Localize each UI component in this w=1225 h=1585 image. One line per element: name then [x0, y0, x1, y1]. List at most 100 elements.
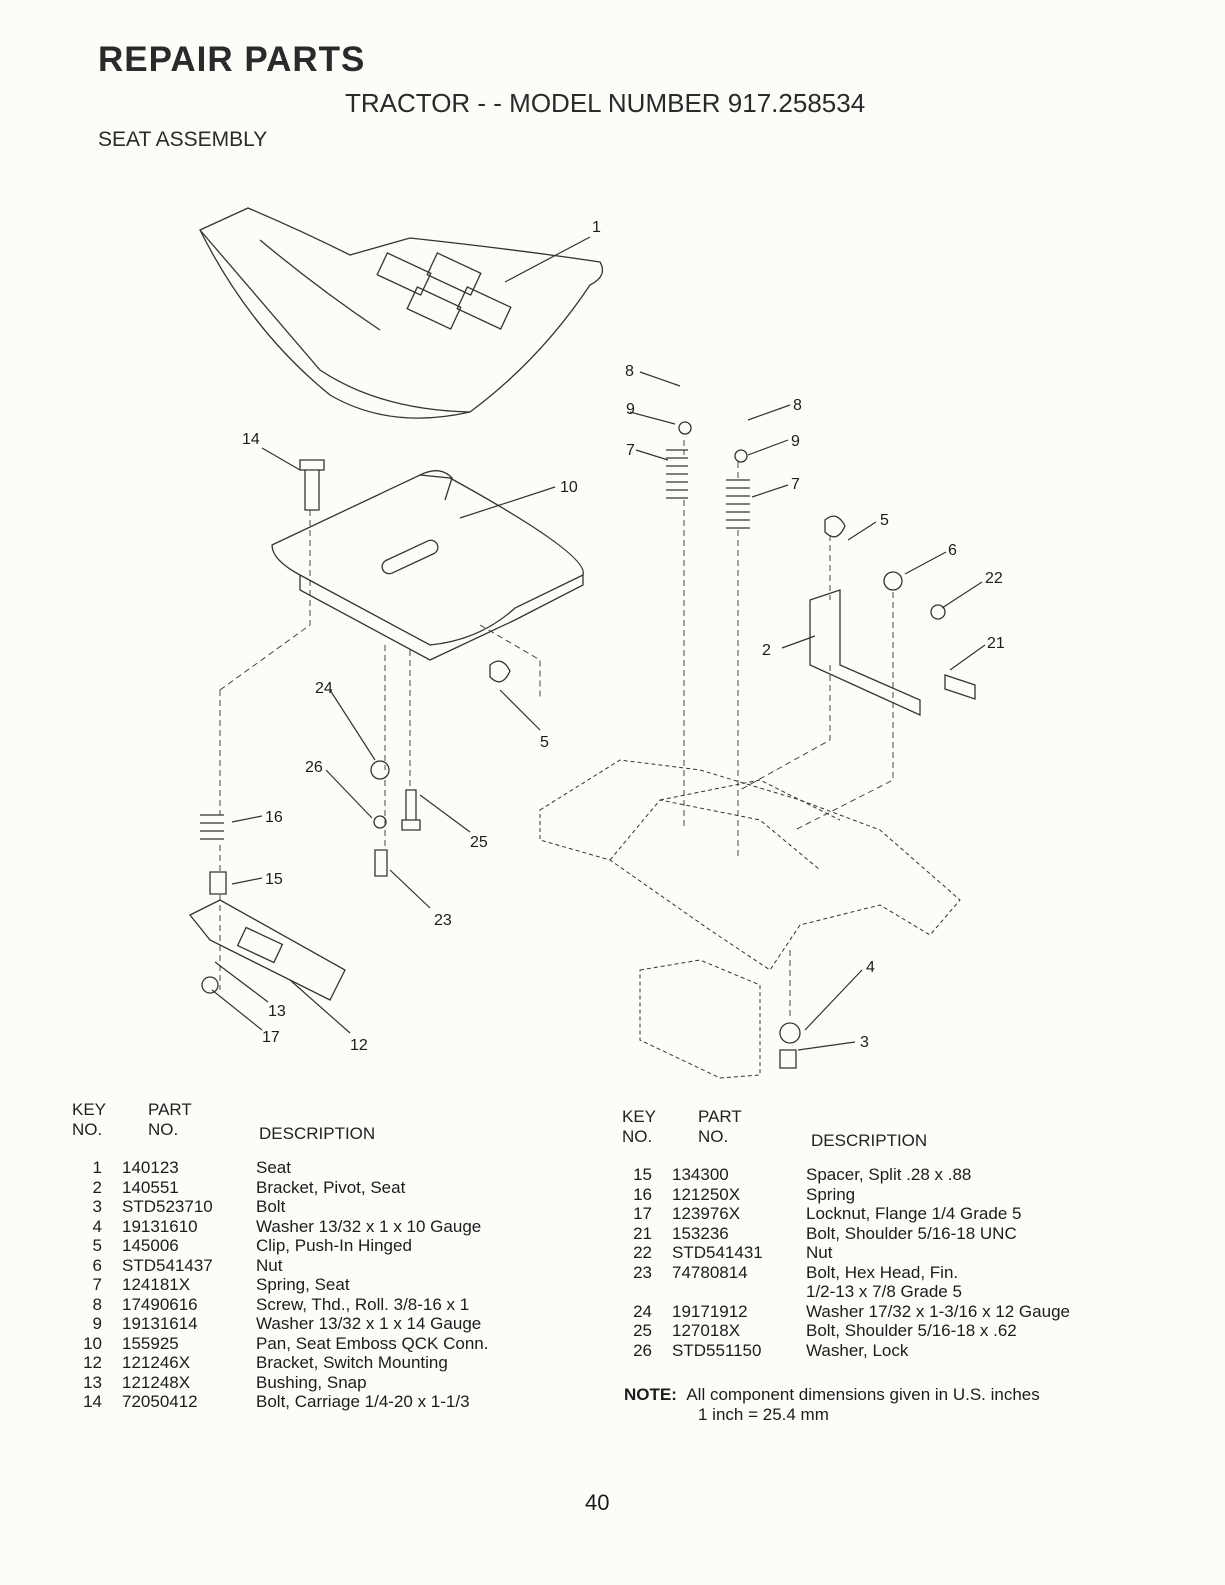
part-number: STD541431 — [672, 1243, 763, 1262]
callout-label: 15 — [265, 871, 283, 888]
key-number: 2 — [92, 1177, 102, 1197]
callout-label: 2 — [762, 642, 771, 659]
seat-illustration — [199, 207, 604, 419]
seat-springs-illustration — [200, 449, 750, 840]
part-number: 19131614 — [122, 1314, 198, 1333]
page-number: 40 — [585, 1490, 610, 1515]
tractor-frame-illustration — [539, 759, 961, 1079]
hardware-illustration — [188, 421, 976, 1069]
key-number: 17 — [633, 1204, 652, 1223]
key-number: 25 — [633, 1321, 652, 1340]
page-title: REPAIR PARTS — [98, 40, 366, 79]
part-number: 74780814 — [672, 1262, 748, 1282]
part-description: Washer 17/32 x 1-3/16 x 12 Gauge — [806, 1301, 1070, 1321]
part-number: 121248X — [122, 1372, 191, 1392]
callout-label: 12 — [350, 1037, 368, 1054]
key-number: 16 — [633, 1184, 652, 1204]
part-description: Bracket, Pivot, Seat — [256, 1177, 406, 1197]
part-description: Nut — [806, 1243, 833, 1262]
key-number: 12 — [83, 1353, 102, 1372]
key-number: 23 — [633, 1262, 652, 1282]
note-line-1: All component dimensions given in U.S. i… — [686, 1385, 1040, 1404]
callout-label: 13 — [268, 1003, 286, 1020]
callout-label: 26 — [305, 759, 323, 776]
part-description: Bolt, Hex Head, Fin. — [806, 1262, 959, 1282]
key-number: 24 — [633, 1301, 652, 1321]
callout-label: 1 — [592, 219, 601, 236]
part-number: 155925 — [122, 1333, 179, 1353]
part-description: Pan, Seat Emboss QCK Conn. — [256, 1333, 489, 1353]
part-description: Bracket, Switch Mounting — [256, 1353, 448, 1372]
callout-label: 14 — [242, 431, 260, 448]
callout-label: 4 — [866, 959, 875, 976]
key-number: 6 — [92, 1255, 102, 1275]
assembly-lines-illustration — [219, 440, 894, 1020]
part-number: 19171912 — [672, 1301, 748, 1321]
part-number: STD551150 — [672, 1340, 762, 1360]
part-number: 124181X — [122, 1275, 191, 1294]
part-header: PART NO. — [148, 1100, 192, 1139]
callout-label: 5 — [540, 734, 549, 751]
part-number: 127018X — [672, 1321, 741, 1340]
part-number: 140551 — [122, 1177, 179, 1197]
part-description: Locknut, Flange 1/4 Grade 5 — [806, 1204, 1022, 1223]
key-number: 10 — [83, 1333, 102, 1353]
part-description: Bolt, Carriage 1/4-20 x 1-1/3 — [256, 1392, 470, 1411]
part-number: 17490616 — [122, 1294, 198, 1314]
part-description: Nut — [256, 1255, 283, 1275]
key-number: 15 — [633, 1165, 652, 1184]
part-description: Screw, Thd., Roll. 3/8-16 x 1 — [256, 1294, 470, 1314]
part-description: Washer 13/32 x 1 x 10 Gauge — [256, 1216, 482, 1236]
callout-label: 6 — [948, 542, 957, 559]
callout-label: 17 — [262, 1029, 280, 1046]
note-line-2: 1 inch = 25.4 mm — [698, 1405, 829, 1424]
part-description: 1/2-13 x 7/8 Grade 5 — [806, 1282, 962, 1301]
callout-label: 21 — [987, 635, 1005, 652]
diagram-callouts: 1 14 10 8 9 7 8 9 7 5 6 22 2 21 24 5 26 … — [242, 219, 1005, 1054]
part-number: STD523710 — [122, 1197, 213, 1216]
key-number: 21 — [633, 1223, 652, 1243]
part-number: 134300 — [672, 1165, 729, 1184]
part-description: Washer 13/32 x 1 x 14 Gauge — [256, 1314, 482, 1333]
callout-label: 23 — [434, 912, 452, 929]
callout-label: 9 — [791, 433, 800, 450]
part-description: Clip, Push-In Hinged — [256, 1236, 412, 1255]
callout-label: 9 — [626, 401, 635, 418]
callout-label: 22 — [985, 570, 1003, 587]
key-number: 5 — [92, 1236, 102, 1255]
part-description: Washer, Lock — [806, 1340, 909, 1360]
part-description: Bolt, Shoulder 5/16-18 UNC — [806, 1223, 1017, 1243]
callout-label: 8 — [793, 397, 802, 414]
key-number: 14 — [83, 1392, 102, 1411]
key-number: 7 — [92, 1275, 102, 1294]
seat-pan-illustration — [271, 470, 584, 661]
note-block: NOTE: All component dimensions given in … — [624, 1385, 1184, 1425]
callout-label: 7 — [791, 476, 800, 493]
key-number: 26 — [633, 1340, 652, 1360]
part-description: Spring, Seat — [256, 1275, 350, 1294]
exploded-parts-diagram: 1 14 10 8 9 7 8 9 7 5 6 22 2 21 24 5 26 … — [188, 207, 1005, 1079]
part-description: Bolt, Shoulder 5/16-18 x .62 — [806, 1321, 1017, 1340]
key-header: KEY NO. — [622, 1107, 657, 1146]
key-header: KEY NO. — [72, 1100, 107, 1139]
part-number: 140123 — [122, 1158, 179, 1177]
part-number: 19131610 — [122, 1216, 198, 1236]
key-number: 1 — [92, 1158, 102, 1177]
key-number: 3 — [92, 1197, 102, 1216]
callout-label: 10 — [560, 479, 578, 496]
section-title: SEAT ASSEMBLY — [98, 128, 268, 151]
callout-label: 7 — [626, 442, 635, 459]
part-header: PART NO. — [698, 1107, 742, 1146]
part-number: 121250X — [672, 1184, 741, 1204]
key-number: 22 — [633, 1243, 652, 1262]
callout-label: 8 — [625, 363, 634, 380]
note-label: NOTE: — [624, 1385, 677, 1404]
key-number: 13 — [83, 1372, 102, 1392]
part-description: Bushing, Snap — [256, 1372, 367, 1392]
description-header: DESCRIPTION — [811, 1131, 928, 1150]
part-number: 145006 — [122, 1236, 179, 1255]
callout-label: 16 — [265, 809, 283, 826]
part-number: 153236 — [672, 1223, 729, 1243]
